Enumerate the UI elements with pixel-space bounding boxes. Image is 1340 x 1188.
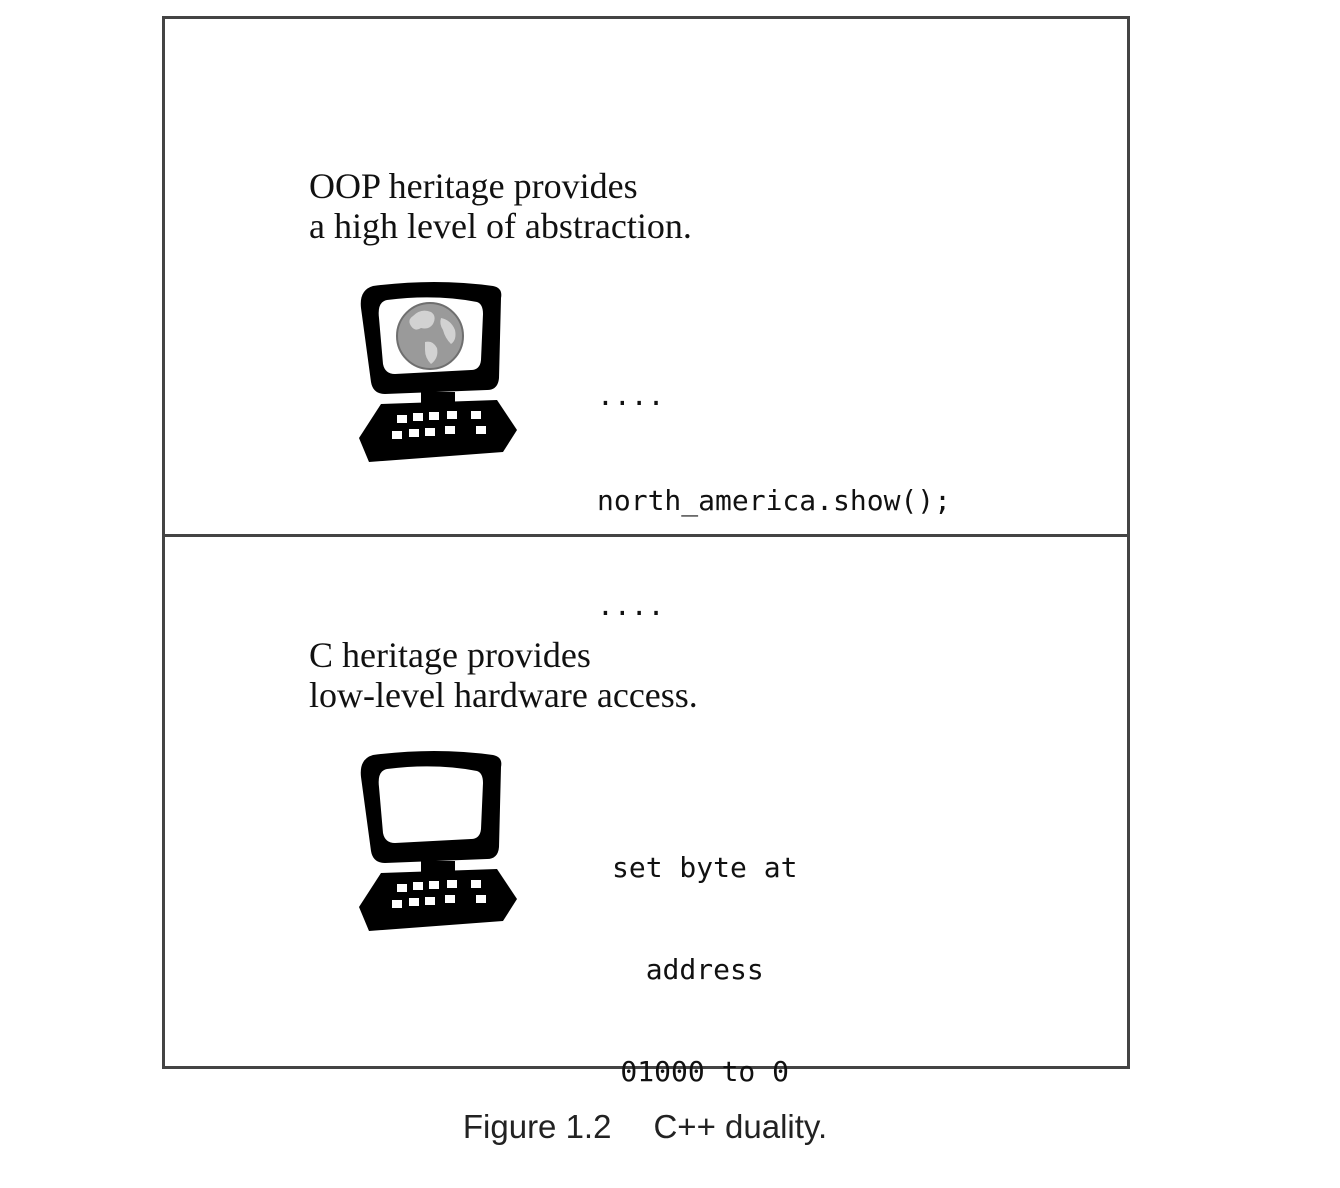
oop-code-line3: .... xyxy=(597,589,665,622)
c-heading: C heritage provides low-level hardware a… xyxy=(309,635,698,715)
oop-heading: OOP heritage provides a high level of ab… xyxy=(309,166,692,246)
computer-with-globe-icon xyxy=(359,282,517,462)
figure-caption: Figure 1.2 C++ duality. xyxy=(0,1108,1290,1146)
figure-number: Figure 1.2 xyxy=(462,1108,612,1145)
c-heading-line2: low-level hardware access. xyxy=(309,675,698,715)
oop-code-snippet: .... north_america.show(); .... xyxy=(597,308,951,658)
c-code-line3: 01000 to 0 xyxy=(620,1055,789,1088)
oop-code-line2: north_america.show(); xyxy=(597,484,952,517)
c-code-snippet: set byte at address 01000 to 0 xyxy=(612,783,797,1123)
globe-icon xyxy=(396,302,464,370)
figure-title: C++ duality. xyxy=(653,1108,828,1145)
c-code-line1: set byte at xyxy=(612,851,798,884)
panel-divider xyxy=(162,534,1130,537)
oop-code-line1: .... xyxy=(597,379,665,412)
c-heading-line1: C heritage provides xyxy=(309,635,591,675)
oop-heading-line2: a high level of abstraction. xyxy=(309,206,692,246)
oop-heading-line1: OOP heritage provides xyxy=(309,166,638,206)
figure-frame xyxy=(162,16,1130,1069)
c-code-line2: address xyxy=(645,953,764,986)
computer-icon xyxy=(359,751,517,931)
